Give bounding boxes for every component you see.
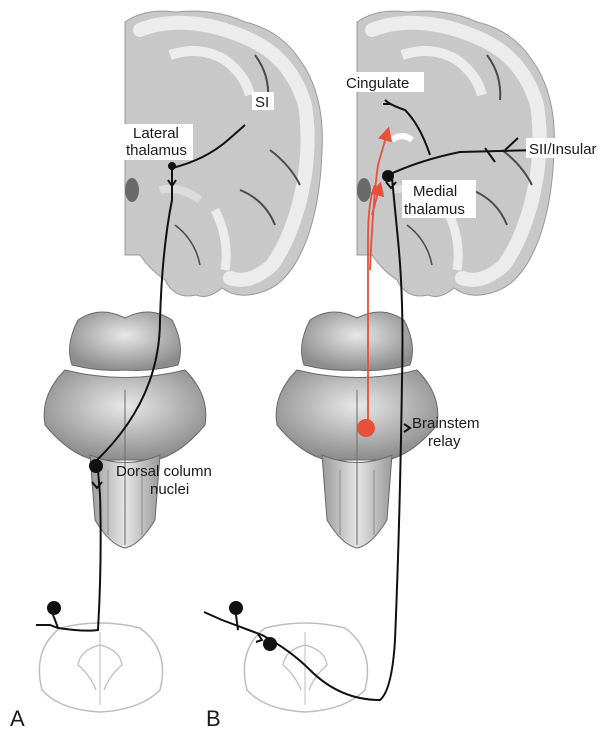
label-dorsal-column-line2: nuclei xyxy=(150,481,189,498)
dorsal-column-nuclei-soma xyxy=(89,459,103,473)
panel-letter-a: A xyxy=(10,706,25,731)
dorsal-horn-soma xyxy=(263,637,277,651)
brainstem-relay-soma xyxy=(357,419,375,437)
label-si: SI xyxy=(255,94,269,111)
label-lateral-thalamus-line1: Lateral xyxy=(133,125,179,142)
panel-letter-b: B xyxy=(206,706,221,731)
label-lateral-thalamus-line2: thalamus xyxy=(126,142,187,159)
primary-afferent-soma-b xyxy=(229,601,243,615)
medial-thalamus-soma xyxy=(382,170,394,182)
label-dorsal-column-line1: Dorsal column xyxy=(116,463,212,480)
spinal-cord-a xyxy=(39,623,162,712)
label-cingulate: Cingulate xyxy=(346,75,409,92)
brainstem-a xyxy=(44,312,206,548)
panel-a: SI Lateral thalamus Dorsal column nuclei… xyxy=(10,11,322,731)
label-brainstem-relay-line1: Brainstem xyxy=(412,415,480,432)
lateral-thalamus-soma xyxy=(168,162,176,170)
label-sii-insular: SII/Insular xyxy=(529,141,597,158)
label-brainstem-relay-line2: relay xyxy=(428,433,461,450)
primary-afferent-soma-a xyxy=(47,601,61,615)
label-medial-thalamus-line1: Medial xyxy=(413,183,457,200)
label-medial-thalamus-line2: thalamus xyxy=(404,201,465,218)
